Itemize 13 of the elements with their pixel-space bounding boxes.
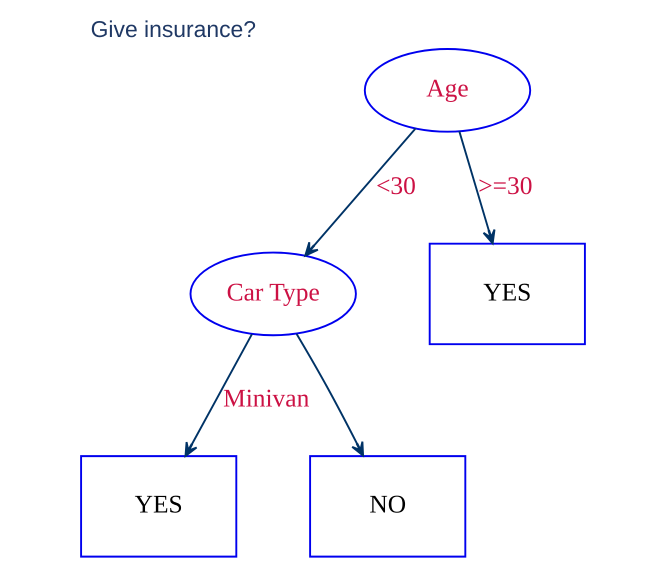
diagram-title: Give insurance? [90,16,256,42]
arrow [304,128,416,257]
node-ellipse: Car Type [190,252,357,336]
edge-label: Minivan [223,384,310,412]
edge-label: <30 [376,171,416,200]
arrow [184,334,253,457]
edge-label: >=30 [478,171,532,200]
arrow [296,333,364,457]
node-box: NO [309,455,466,558]
node-ellipse: Age [364,48,532,133]
arrow [458,131,496,244]
node-box: YES [80,455,238,558]
node-box: YES [428,242,586,346]
